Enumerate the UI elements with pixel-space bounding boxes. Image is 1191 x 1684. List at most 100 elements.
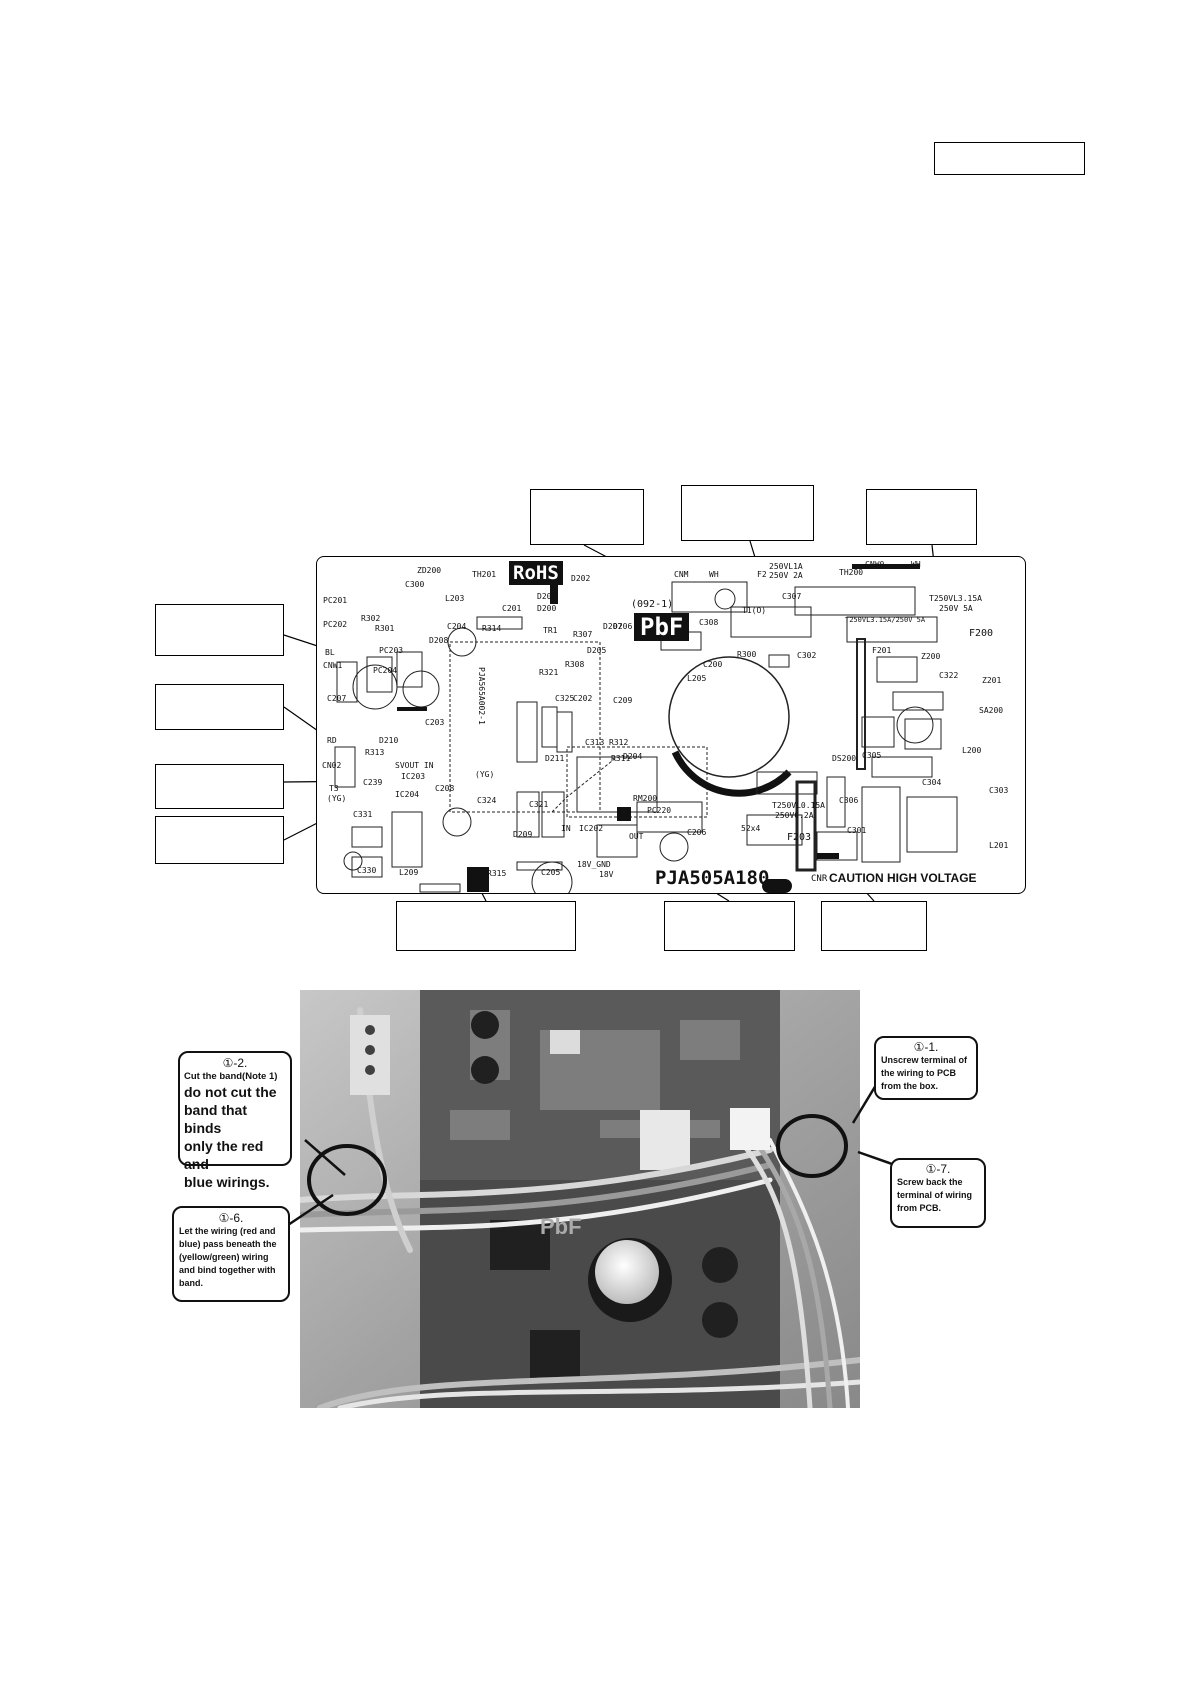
caution-label: CAUTION HIGH VOLTAGE: [829, 871, 977, 885]
silk-fuse2: T250VL3.15A: [929, 594, 982, 603]
callout-pass-wiring-line-3: (yellow/green) wiring: [179, 1252, 269, 1262]
callout-pass-wiring-line-2: blue) pass beneath the: [179, 1239, 277, 1249]
silk-f201: F201: [872, 646, 892, 655]
silk-fuse4: T250VL0.15A: [772, 801, 825, 810]
silk-sa200: SA200: [979, 706, 1004, 715]
silk-cnw1: CNW1: [323, 661, 343, 670]
callout-cut-band-step: ①-2.: [222, 1056, 248, 1070]
silk-cnr: CNR: [811, 874, 828, 884]
silk-r312: R312: [609, 738, 629, 747]
callout-pass-wiring-line-5: band.: [179, 1278, 203, 1288]
silk-c201: C201: [502, 604, 522, 613]
silk-c308: C308: [699, 618, 719, 627]
silk-cnm: CNM: [674, 570, 689, 579]
silk-ic204: IC204: [395, 790, 420, 799]
silk-c321: C321: [529, 800, 549, 809]
callout-screw-back-line-2: terminal of wiring: [897, 1190, 973, 1200]
callout-cut-band-note-1: do not cut the: [184, 1084, 277, 1100]
label-box-cnw0: [866, 489, 977, 545]
silk-in: IN: [561, 824, 571, 833]
silk-r314: R314: [482, 624, 502, 633]
callout-unscrew-terminal-step: ①-1.: [913, 1040, 939, 1054]
rohs-badge: RoHS: [509, 561, 563, 585]
silk-d207: D207: [603, 622, 623, 631]
silk-t3yg: (YG): [327, 794, 347, 803]
label-box-t1: [681, 485, 814, 541]
silk-c200: C200: [703, 660, 723, 669]
silk-rd: RD: [327, 736, 337, 745]
silk-c300: C300: [405, 580, 425, 589]
silk-fuse4b: 250V0.2A: [775, 811, 814, 820]
silk-c303: C303: [989, 786, 1009, 795]
silk-z200: Z200: [921, 652, 941, 661]
silk-f2: F2: [757, 570, 767, 579]
pcb-diagram: RoHS PbF (092-1) PJA505A180 CAUTION HIGH…: [316, 556, 1026, 894]
silk-c204: C204: [447, 622, 467, 631]
pcb-photo: PbF: [300, 990, 860, 1408]
silk-d202: D202: [571, 574, 591, 583]
callout-unscrew-terminal: ①-1. Unscrew terminal of the wiring to P…: [874, 1036, 978, 1100]
silk-c313: C313: [585, 738, 605, 747]
silk-t1: T1(O): [742, 606, 767, 615]
silk-r308: R308: [565, 660, 585, 669]
callout-cut-band-note-3: only the red and: [184, 1138, 264, 1172]
silk-52x4: 52x4: [741, 824, 761, 833]
silk-c322: C322: [939, 671, 959, 680]
silk-c208: C208: [435, 784, 455, 793]
silk-d209: D209: [513, 830, 533, 839]
silk-c301: C301: [847, 826, 867, 835]
silk-pc220: PC220: [647, 806, 672, 815]
silk-r302: R302: [361, 614, 381, 623]
silk-c206: C206: [687, 828, 707, 837]
callout-pass-wiring-line-4: and bind together with: [179, 1265, 276, 1275]
silk-c306: C306: [839, 796, 859, 805]
header-box: [934, 142, 1085, 175]
label-box-cnm: [530, 489, 644, 545]
silk-d200: D200: [537, 604, 557, 613]
silk-c304: C304: [922, 778, 942, 787]
silk-pc202: PC202: [323, 620, 348, 629]
silk-f200: F200: [969, 628, 994, 639]
silk-d201: D201: [537, 592, 557, 601]
silk-out: OUT: [629, 832, 644, 841]
callout-cut-band-note-2: band that binds: [184, 1102, 247, 1136]
part-number-label: PJA505A180: [655, 867, 770, 889]
callout-unscrew-terminal-line-1: Unscrew terminal of: [881, 1055, 968, 1065]
silk-r321: R321: [539, 668, 559, 677]
silk-bl: BL: [325, 648, 335, 657]
silk-c239: C239: [363, 778, 383, 787]
silk-ic203: IC203: [401, 772, 426, 781]
silk-c307: C307: [782, 592, 802, 601]
silk-cnw0: CNW0: [865, 560, 885, 569]
silk-pc203: PC203: [379, 646, 404, 655]
silk-c302: C302: [797, 651, 817, 660]
silk-c324: C324: [477, 796, 497, 805]
silk-r301: R301: [375, 624, 395, 633]
rev-label: (092-1): [631, 599, 674, 610]
silk-c325: C325: [555, 694, 575, 703]
silk-yg: (YG): [475, 770, 495, 779]
silk-pc204: PC204: [373, 666, 398, 675]
label-box-cnr: [821, 901, 927, 951]
callout-pass-wiring-step: ①-6.: [218, 1211, 244, 1225]
silk-ic202: IC202: [579, 824, 604, 833]
callout-screw-back: ①-7. Screw back the terminal of wiring f…: [890, 1158, 986, 1228]
silk-c205: C205: [541, 868, 561, 877]
callout-cut-band: ①-2. Cut the band(Note 1) do not cut the…: [178, 1051, 292, 1190]
silk-t3: T3: [329, 784, 339, 793]
callout-pass-wiring: ①-6. Let the wiring (red and blue) pass …: [172, 1206, 290, 1302]
silk-ds200: DS200: [832, 754, 857, 763]
label-box-cnw1: [155, 604, 284, 656]
silk-d204: D204: [623, 752, 643, 761]
pcb-photo-graphic: [300, 990, 860, 1408]
silk-z201: Z201: [982, 676, 1002, 685]
silk-18v: 18V: [599, 870, 614, 879]
silk-c209: C209: [613, 696, 633, 705]
silk-l203: L203: [445, 594, 465, 603]
label-box-bottom-left: [396, 901, 576, 951]
silk-gnd: 18V_GND: [577, 860, 611, 869]
silk-f203: F203: [787, 832, 812, 843]
callout-unscrew-terminal-line-3: from the box.: [881, 1081, 939, 1091]
silk-c330: C330: [357, 866, 377, 875]
